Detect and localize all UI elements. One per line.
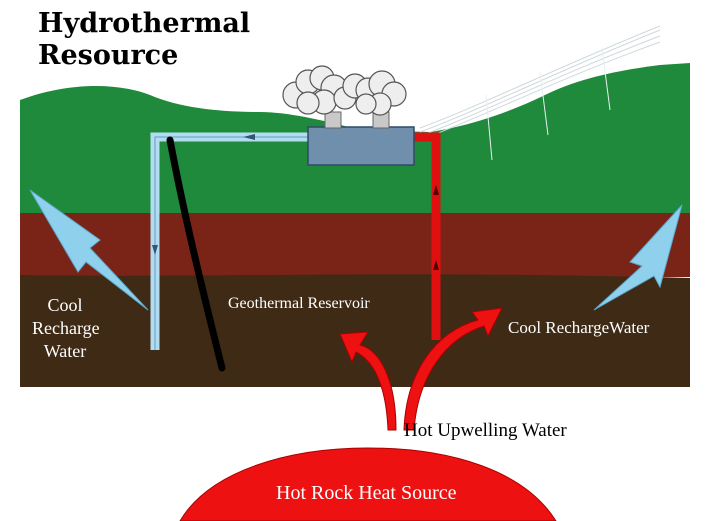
heat-source bbox=[179, 447, 557, 521]
production-well bbox=[166, 136, 226, 372]
title-line-1: Hydrothermal bbox=[38, 8, 251, 39]
steam-cloud-icon bbox=[282, 65, 407, 116]
upwelling-arrow-icon bbox=[339, 331, 397, 431]
geothermal-reservoir-label: Geothermal Reservoir bbox=[228, 295, 370, 312]
title-line-2: Resource bbox=[38, 40, 179, 71]
power-line-icon bbox=[419, 25, 661, 161]
cool-recharge-right-label: Cool RechargeWater bbox=[508, 318, 650, 337]
hot-upwelling-label: Hot Upwelling Water bbox=[404, 420, 567, 441]
reservoir-layer bbox=[20, 274, 690, 387]
power-plant bbox=[307, 126, 415, 166]
hot-production-pipe bbox=[412, 132, 441, 340]
heat-source-label: Hot Rock Heat Source bbox=[276, 482, 457, 504]
recharge-arrow-icon bbox=[593, 204, 683, 311]
clay-layer bbox=[20, 213, 690, 277]
diagram-title: Hydrothermal Resource bbox=[38, 8, 250, 72]
recharge-arrow-icon bbox=[29, 189, 149, 311]
upwelling-arrow-icon bbox=[403, 307, 503, 431]
cool-recharge-left-label: Cool Recharge Water bbox=[32, 295, 100, 361]
